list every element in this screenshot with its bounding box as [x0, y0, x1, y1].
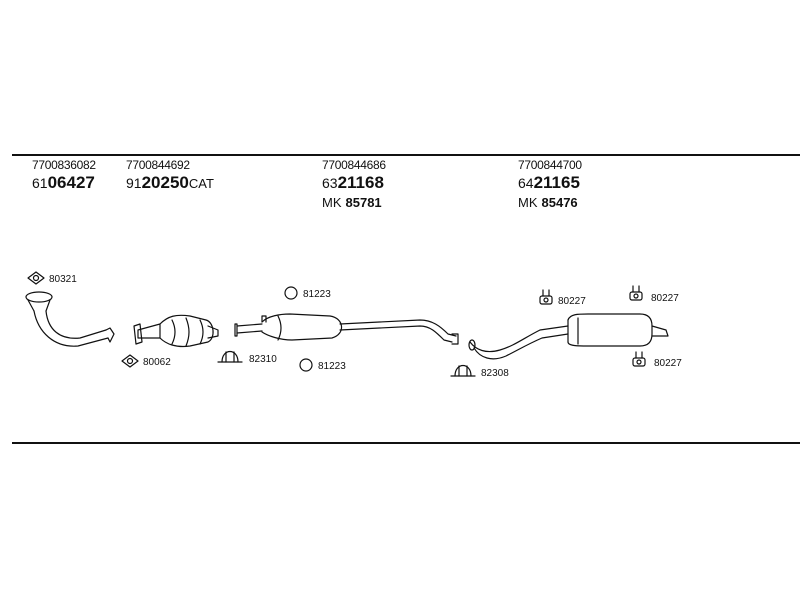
part-prefix: 61 [32, 175, 48, 191]
mk-number: 85476 [541, 195, 578, 210]
part-main: 20250 [141, 173, 189, 192]
mk-number: 85781 [345, 195, 382, 210]
front-pipe [25, 291, 115, 347]
part-main: 06427 [47, 173, 95, 192]
part-prefix: 64 [518, 175, 534, 191]
ring-icon [284, 286, 298, 300]
part-column-2: 7700844692 9120250CAT [126, 158, 214, 193]
part-number: 6321168 [322, 173, 386, 193]
oem-number: 7700844700 [518, 158, 582, 172]
part-label-ring-upper: 81223 [303, 289, 331, 300]
part-label-gasket-front: 80321 [49, 274, 77, 285]
ring-icon [299, 358, 313, 372]
rear-silencer-pipe [468, 313, 669, 360]
mk-label: MK [322, 195, 342, 210]
catalytic-converter [133, 314, 219, 348]
part-column-1: 7700836082 6106427 [32, 158, 96, 193]
hanger-icon [632, 351, 646, 367]
part-label-clamp-middle: 82310 [249, 354, 277, 365]
part-prefix: 63 [322, 175, 338, 191]
oem-number: 7700844692 [126, 158, 190, 172]
top-rule [12, 154, 800, 156]
part-number: 9120250CAT [126, 173, 214, 193]
part-main: 21165 [533, 173, 580, 192]
part-number: 6106427 [32, 173, 96, 193]
hanger-icon [539, 289, 553, 305]
part-label-hanger-2: 80227 [651, 293, 679, 304]
oem-number: 7700844686 [322, 158, 386, 172]
part-number: 6421165 [518, 173, 582, 193]
middle-silencer-pipe [234, 313, 459, 345]
part-label-hanger-3: 80227 [654, 358, 682, 369]
part-main: 21168 [337, 173, 384, 192]
oem-number: 7700836082 [32, 158, 96, 172]
clamp-icon [217, 350, 243, 363]
bottom-rule [12, 442, 800, 444]
part-suffix: CAT [188, 176, 214, 191]
part-label-ring-lower: 81223 [318, 361, 346, 372]
mk-label: MK [518, 195, 538, 210]
gasket-icon [121, 354, 139, 368]
part-label-gasket-cat: 80062 [143, 357, 171, 368]
hanger-icon [629, 285, 643, 301]
part-label-hanger-1: 80227 [558, 296, 586, 307]
part-label-clamp-rear: 82308 [481, 368, 509, 379]
clamp-icon [450, 364, 476, 377]
part-prefix: 91 [126, 175, 142, 191]
gasket-icon [27, 271, 45, 285]
